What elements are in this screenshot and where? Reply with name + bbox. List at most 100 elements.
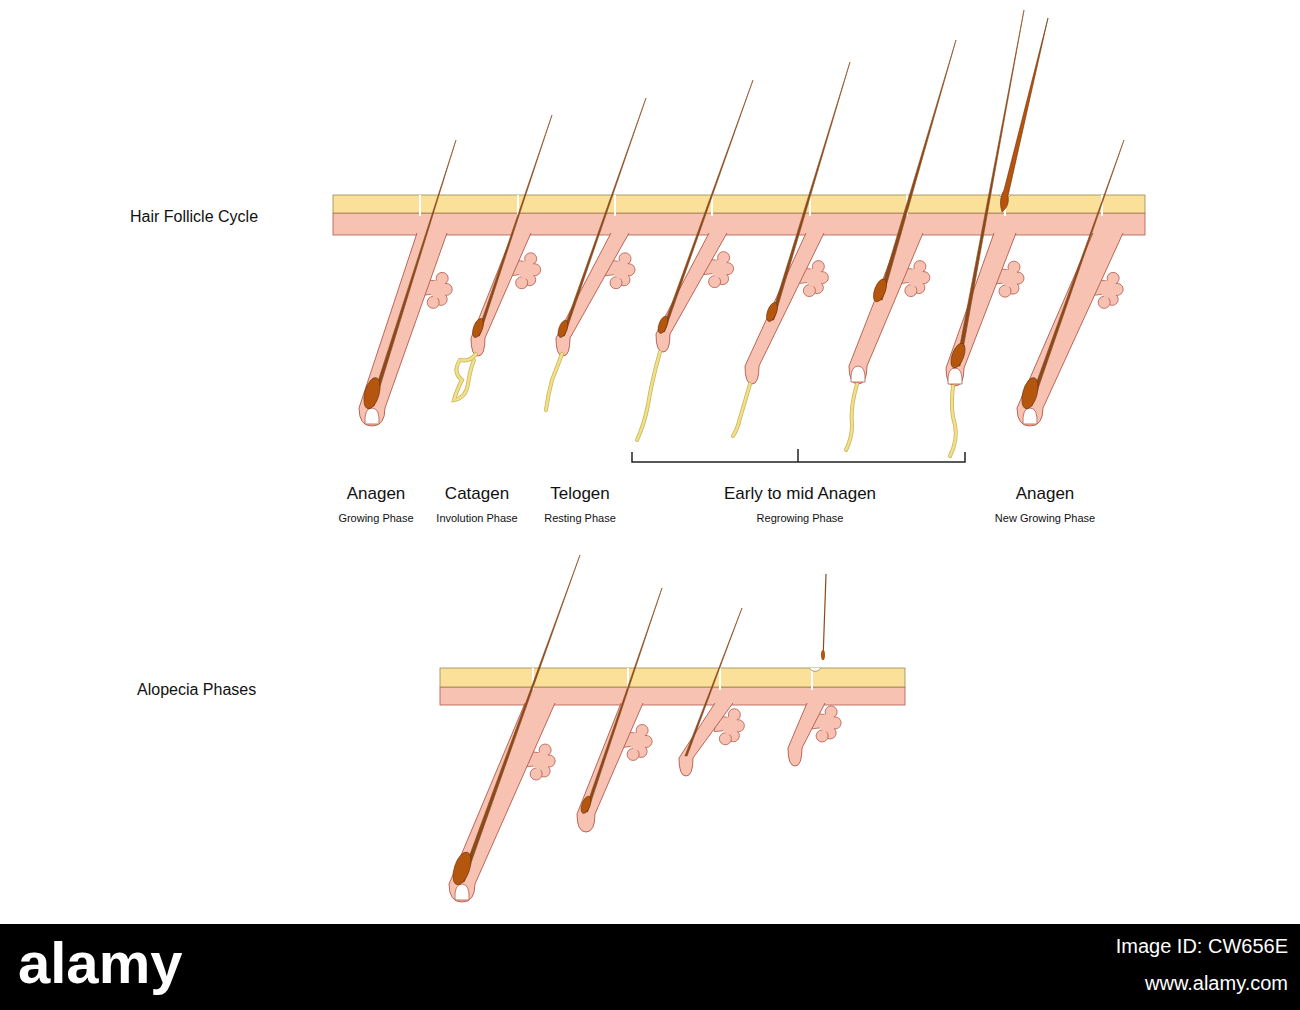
tiny-hair <box>823 574 826 660</box>
skin-divider <box>719 668 721 690</box>
gland-core <box>629 732 647 750</box>
dermal-strand <box>950 386 956 456</box>
dermal-papilla <box>1023 408 1037 424</box>
follicle-fill <box>745 233 824 384</box>
gland-core <box>818 714 836 732</box>
hair-shaft <box>460 555 580 882</box>
epidermis-band <box>333 195 1145 213</box>
phase-label: Growing Phase <box>338 512 413 525</box>
hair-shaft <box>370 140 456 406</box>
follicle-outline <box>1017 233 1123 426</box>
gland-core <box>711 260 729 278</box>
strand-outline <box>637 352 660 440</box>
hair-shaft <box>956 10 1024 366</box>
dermal-strand <box>637 352 660 440</box>
gland-core <box>721 717 739 735</box>
phase-label: Catagen <box>445 484 509 504</box>
watermark-text: www.alamy.com <box>1145 972 1288 995</box>
follicle-outline <box>788 703 825 766</box>
gland-core <box>907 269 925 287</box>
hair-shaft <box>662 80 754 332</box>
gland-core <box>612 261 630 279</box>
follicle-outline <box>745 233 824 384</box>
skin-notch <box>809 668 821 672</box>
gland-core <box>805 269 823 287</box>
strand-outline <box>846 384 857 450</box>
follicle-fill <box>849 233 923 384</box>
shed-club-hair <box>1000 18 1048 212</box>
phase-label: Alopecia Phases <box>137 681 256 699</box>
hair-bulb <box>656 315 670 335</box>
phase-label: Involution Phase <box>436 512 517 525</box>
hair-bulb <box>470 317 485 339</box>
dermal-strand <box>454 354 476 400</box>
phase-label: Hair Follicle Cycle <box>130 208 258 226</box>
phase-label: Telogen <box>550 484 610 504</box>
follicle-fill <box>359 233 447 426</box>
epidermis-band <box>440 668 905 687</box>
follicle-group <box>333 10 1145 902</box>
follicle-fill <box>788 703 825 766</box>
phase-bracket <box>632 449 965 462</box>
follicle-fill <box>679 703 733 776</box>
follicle-outline <box>449 703 555 902</box>
skin-divider <box>614 195 616 216</box>
dermis-band <box>333 213 1145 235</box>
follicle-outline <box>946 233 1016 386</box>
follicle-fill <box>577 703 643 832</box>
dermal-papilla <box>455 884 469 900</box>
phase-label: Anagen <box>1016 484 1075 504</box>
gland-core <box>532 752 550 770</box>
follicle-outline <box>359 233 447 426</box>
hair-bulb <box>361 376 383 411</box>
dermal-strand <box>546 354 562 410</box>
strand-outline <box>546 354 562 410</box>
hair-shaft <box>477 115 553 336</box>
follicle-fill <box>1017 233 1123 426</box>
gland-core <box>429 280 447 298</box>
watermark-bar <box>0 924 1300 1010</box>
phase-label: New Growing Phase <box>995 512 1095 525</box>
gland-core <box>1001 269 1019 287</box>
dermal-papilla <box>948 368 962 384</box>
follicle-outline <box>679 703 733 776</box>
follicle-outline <box>471 233 531 356</box>
hair-bulb <box>556 319 570 339</box>
dermal-papilla <box>851 366 865 382</box>
hair-shaft <box>878 40 956 300</box>
dermal-papilla <box>365 408 379 424</box>
hair-shaft <box>562 98 647 336</box>
hair-bulb <box>579 795 593 815</box>
phase-label: Regrowing Phase <box>757 512 844 525</box>
hair-bulb <box>764 301 779 323</box>
hair-bulb <box>1019 376 1041 411</box>
gland-core <box>1100 280 1118 298</box>
hair-shaft <box>685 608 742 756</box>
strand-outline <box>733 384 750 436</box>
tiny-hair-tip <box>821 650 825 660</box>
hair-shaft <box>584 588 662 812</box>
follicle-outline <box>849 233 923 384</box>
hair-shaft <box>770 62 850 320</box>
follicle-fill <box>471 233 531 356</box>
dermis-band <box>440 687 905 705</box>
hair-bulb <box>871 277 889 303</box>
skin-divider <box>419 195 421 216</box>
follicle-fill <box>449 703 555 902</box>
watermark-logo: alamy <box>18 930 182 997</box>
hair-bulb <box>948 341 968 369</box>
strand-outline <box>950 386 956 456</box>
phase-label: Early to mid Anagen <box>724 484 876 504</box>
gland-core <box>518 261 536 279</box>
dermal-strand <box>733 384 750 436</box>
phase-label: Anagen <box>347 484 406 504</box>
hair-shaft <box>1028 140 1124 406</box>
follicle-fill <box>946 233 1016 386</box>
dermal-strand <box>846 384 857 450</box>
phase-label: Resting Phase <box>544 512 616 525</box>
hair-bulb <box>449 850 474 887</box>
strand-outline <box>454 354 476 400</box>
follicle-outline <box>577 703 643 832</box>
watermark-text: Image ID: CW656E <box>1116 935 1288 958</box>
